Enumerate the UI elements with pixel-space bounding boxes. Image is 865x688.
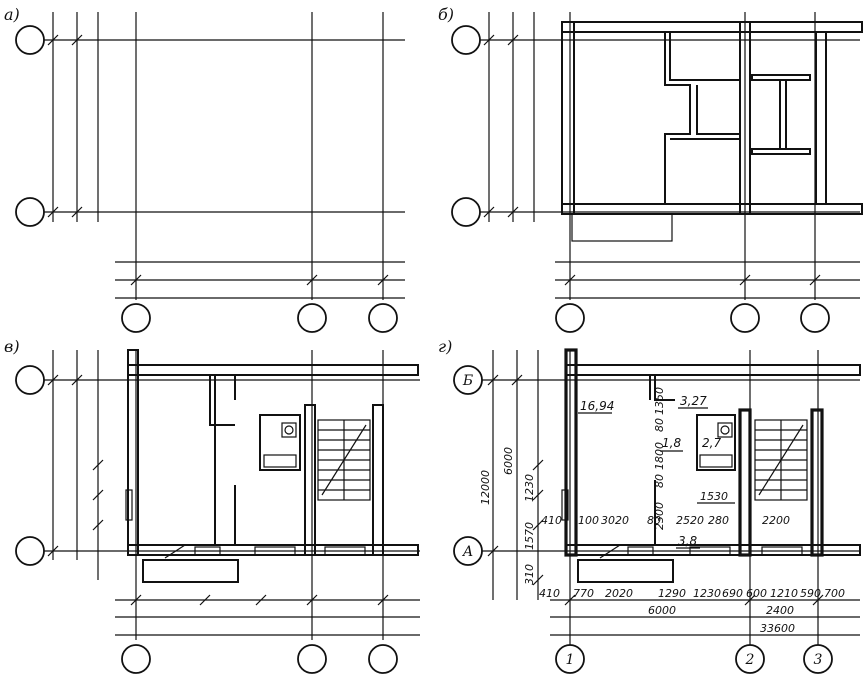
dim-80-lower: 80 (653, 474, 666, 488)
room-area-bath: 2,7 (702, 436, 721, 450)
dim-2400: 2400 (766, 604, 794, 617)
dim-770: 770 (573, 587, 594, 600)
axis-label-2: 2 (745, 652, 755, 668)
panel-a-label: а) (4, 5, 20, 24)
dim-1530: 1530 (700, 490, 728, 503)
axis-bubble (451, 25, 481, 55)
dim-1570: 1570 (523, 522, 536, 550)
dim-310: 310 (523, 564, 536, 585)
axis-bubble (555, 303, 585, 333)
axis-bubble (15, 197, 45, 227)
room-area-kitchen: 3,27 (680, 394, 707, 408)
axis-bubble (121, 303, 151, 333)
dim-6000-h: 6000 (648, 604, 676, 617)
axis-bubble (368, 644, 398, 674)
axis-bubble (368, 303, 398, 333)
dim-410-lower: 410 (539, 587, 560, 600)
dim-690: 690 (722, 587, 743, 600)
dim-410-upper: 410 (541, 514, 562, 527)
dim-590: 590 (800, 587, 821, 600)
dim-1800: 1800 (653, 442, 666, 470)
axis-label-b: Б (462, 373, 473, 389)
dim-80-h: 80 (647, 514, 661, 527)
dim-1210: 1210 (770, 587, 798, 600)
axis-bubble (730, 303, 760, 333)
panel-v: в) (4, 337, 420, 674)
dim-80-upper: 80 (653, 418, 666, 432)
dim-2200: 2200 (762, 514, 790, 527)
axis-bubble (297, 644, 327, 674)
axis-bubble-3 (803, 644, 833, 674)
dim-12000: 12000 (479, 470, 492, 505)
room-area-living: 16,94 (580, 399, 614, 413)
dim-2020: 2020 (605, 587, 633, 600)
axis-label-1: 1 (566, 652, 575, 668)
axis-bubble-2 (735, 644, 765, 674)
dim-280: 280 (708, 514, 729, 527)
dim-2300: 2300 (653, 502, 666, 530)
axis-bubble (15, 365, 45, 395)
room-area-hall: 1,8 (662, 436, 681, 450)
dim-700: 700 (824, 587, 845, 600)
panel-g-label: г) (438, 337, 452, 356)
dim-33600: 33600 (760, 622, 795, 635)
panel-v-label: в) (4, 337, 20, 356)
axis-label-a: А (462, 544, 474, 560)
axis-bubble (297, 303, 327, 333)
dim-2520: 2520 (676, 514, 704, 527)
dim-3020: 3020 (601, 514, 629, 527)
axis-bubble (800, 303, 830, 333)
dim-600: 600 (746, 587, 767, 600)
stair-flight (317, 419, 371, 501)
axis-bubble (451, 197, 481, 227)
panel-g: г) (438, 337, 861, 674)
axis-bubble (15, 536, 45, 566)
panel-b-label: б) (438, 5, 454, 24)
axis-bubble-1 (555, 644, 585, 674)
dim-1230-v: 1230 (523, 474, 536, 502)
stair-flight (754, 419, 808, 501)
room-area-balcony: 3,8 (678, 534, 697, 548)
dim-6000-v: 6000 (502, 447, 515, 475)
axis-bubble-b (453, 365, 483, 395)
dim-100: 100 (578, 514, 599, 527)
axis-bubble (121, 644, 151, 674)
axis-label-3: 3 (814, 652, 823, 668)
dim-1290: 1290 (658, 587, 686, 600)
panel-b: б) (438, 5, 863, 333)
dim-1350: 1350 (653, 387, 666, 415)
dim-1230-h: 1230 (693, 587, 721, 600)
panel-a: а) (4, 5, 405, 333)
axis-bubble (15, 25, 45, 55)
axis-bubble-a (453, 536, 483, 566)
